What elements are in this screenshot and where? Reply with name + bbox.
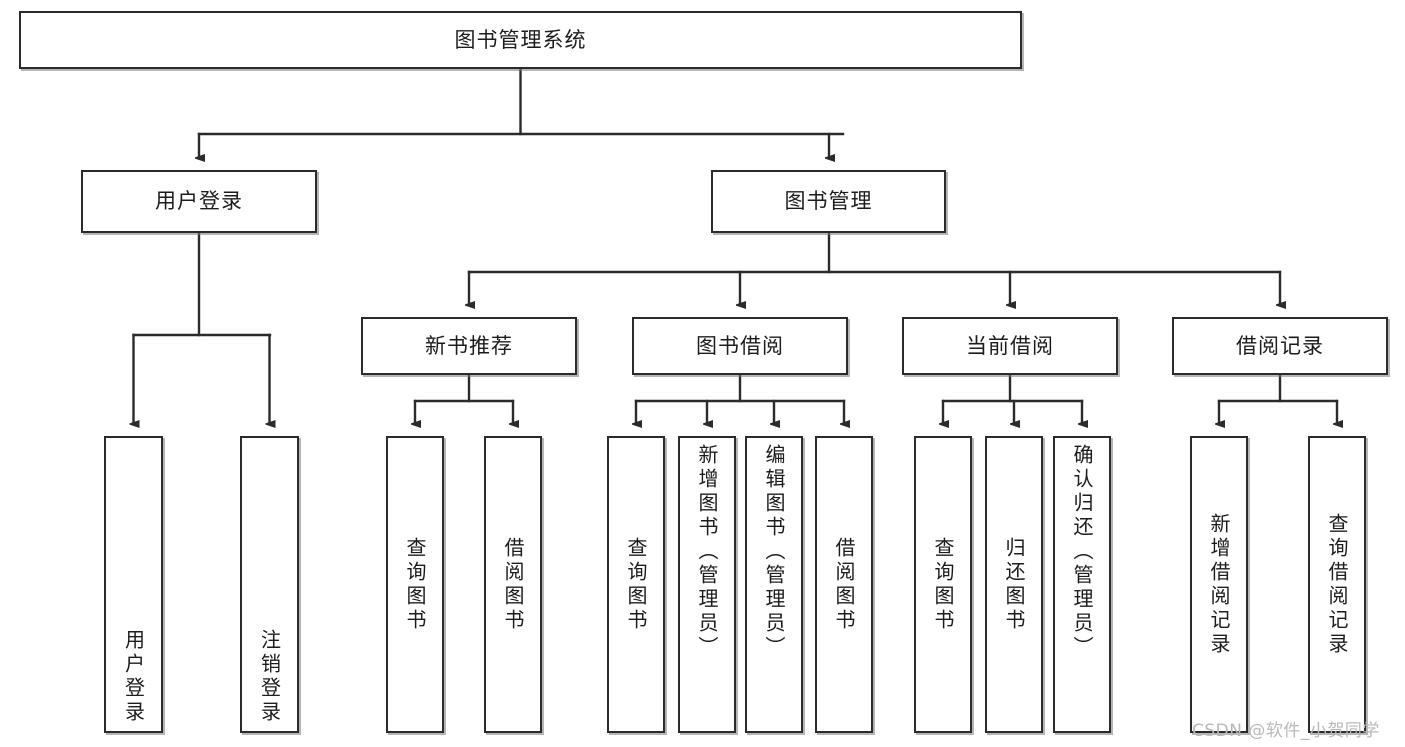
node-leaf-add-borrow-record[interactable]: 新增借阅记录 (1190, 436, 1248, 733)
node-book-manage-label: 图书管理 (784, 189, 873, 214)
node-leaf-query-book-1-label: 查询图书 (403, 536, 427, 633)
node-leaf-add-book[interactable]: 新增图书（管理员） (678, 436, 736, 733)
node-leaf-query-book-2[interactable]: 查询图书 (607, 436, 665, 733)
node-user-login-label: 用户登录 (155, 189, 243, 214)
node-book-manage[interactable]: 图书管理 (711, 170, 946, 233)
node-leaf-confirm-return[interactable]: 确认归还（管理员） (1053, 436, 1111, 733)
node-leaf-return-book[interactable]: 归还图书 (985, 436, 1043, 733)
node-new-book-recommend-label: 新书推荐 (425, 333, 513, 358)
node-new-book-recommend[interactable]: 新书推荐 (361, 317, 577, 375)
node-current-borrow[interactable]: 当前借阅 (902, 317, 1118, 375)
node-book-borrow[interactable]: 图书借阅 (632, 317, 848, 375)
node-leaf-add-borrow-record-label: 新增借阅记录 (1207, 512, 1231, 657)
csdn-watermark: CSDN @软件_小贺同学 (1192, 721, 1380, 741)
node-leaf-borrow-book-2[interactable]: 借阅图书 (815, 436, 873, 733)
node-leaf-query-borrow-record[interactable]: 查询借阅记录 (1308, 436, 1366, 733)
node-leaf-query-borrow-record-label: 查询借阅记录 (1325, 512, 1349, 657)
node-book-borrow-label: 图书借阅 (696, 333, 784, 358)
node-leaf-query-book-1[interactable]: 查询图书 (386, 436, 444, 733)
node-leaf-borrow-book-1-label: 借阅图书 (501, 536, 525, 633)
node-leaf-borrow-book-1[interactable]: 借阅图书 (484, 436, 542, 733)
node-leaf-query-book-2-label: 查询图书 (624, 536, 648, 633)
node-leaf-logout[interactable]: 注销登录 (240, 436, 299, 733)
node-leaf-query-book-3[interactable]: 查询图书 (914, 436, 972, 733)
node-root-label: 图书管理系统 (454, 27, 587, 52)
node-leaf-add-book-label: 新增图书（管理员） (695, 444, 719, 660)
node-leaf-query-book-3-label: 查询图书 (931, 536, 955, 633)
node-leaf-return-book-label: 归还图书 (1002, 536, 1026, 633)
node-leaf-edit-book[interactable]: 编辑图书（管理员） (745, 436, 803, 733)
node-leaf-borrow-book-2-label: 借阅图书 (832, 536, 856, 633)
node-borrow-record-label: 借阅记录 (1236, 333, 1324, 358)
node-leaf-user-login[interactable]: 用户登录 (104, 436, 163, 733)
node-leaf-edit-book-label: 编辑图书（管理员） (762, 444, 786, 660)
node-borrow-record[interactable]: 借阅记录 (1172, 317, 1388, 375)
node-leaf-user-login-label: 用户登录 (121, 629, 146, 725)
node-current-borrow-label: 当前借阅 (966, 333, 1054, 358)
node-user-login[interactable]: 用户登录 (81, 170, 317, 233)
node-leaf-confirm-return-label: 确认归还（管理员） (1070, 444, 1094, 660)
node-leaf-logout-label: 注销登录 (257, 629, 282, 725)
node-root-system[interactable]: 图书管理系统 (19, 11, 1022, 69)
